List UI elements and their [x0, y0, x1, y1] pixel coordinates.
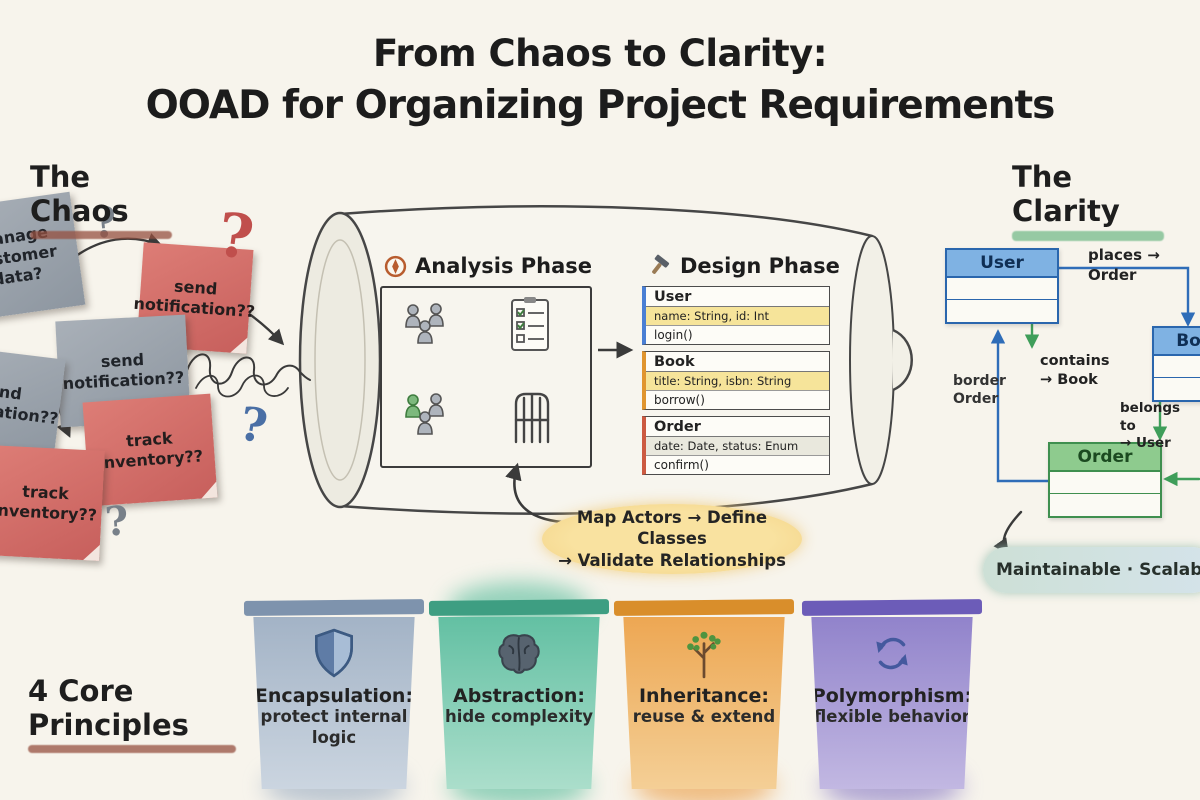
design-class-book: Book title: String, isbn: String borrow(… [642, 351, 830, 410]
uml-compartment [947, 300, 1057, 322]
clarity-class-book: Book [1152, 326, 1200, 402]
uml-compartment [1154, 378, 1200, 400]
hammer-icon [652, 254, 670, 274]
class-attributes: date: Date, status: Enum [646, 437, 829, 456]
class-method: borrow() [654, 393, 705, 407]
checklist-icon [511, 297, 549, 351]
design-class-user: User name: String, id: Int login() [642, 286, 830, 345]
principles-heading: 4 Core Principles [28, 674, 236, 753]
principle-card-encapsulation: Encapsulation: protect internal logic [243, 599, 425, 800]
shield-icon [315, 628, 353, 678]
uml-compartment [1050, 472, 1160, 494]
question-mark: ? [103, 497, 131, 546]
sticky-note: track inventory?? [0, 445, 105, 561]
compass-icon [384, 255, 407, 277]
principles-underline [28, 745, 236, 753]
principle-card-abstraction: Abstraction: hide complexity [428, 582, 610, 800]
principle-card-inheritance: Inheritance: reuse & extend [613, 599, 795, 800]
chaos-heading: The Chaos [30, 160, 172, 239]
clarity-heading: The Clarity [1012, 160, 1164, 241]
analysis-phase-heading: Analysis Phase [384, 254, 592, 278]
card-top-bar [613, 599, 795, 616]
actors-green-group-icon [405, 393, 444, 435]
uml-compartment [947, 278, 1057, 300]
brain-icon [498, 634, 540, 674]
title-line-1: From Chaos to Clarity: [372, 32, 828, 75]
page-title: From Chaos to Clarity: OOAD for Organizi… [0, 32, 1200, 128]
design-class-order: Order date: Date, status: Enum confirm() [642, 416, 830, 475]
benefits-bubble: Maintainable · Scalable · C [983, 547, 1200, 593]
clarity-underline [1012, 231, 1164, 241]
class-attributes: title: String, isbn: String [646, 372, 829, 391]
bubble-to-funnel-arrow [505, 462, 563, 524]
relation-contains-book: contains → Book [1040, 353, 1110, 388]
cycle-arrows-icon [876, 637, 908, 670]
class-method: login() [654, 328, 693, 342]
clarity-class-order: Order [1048, 442, 1162, 518]
class-attributes: name: String, id: Int [646, 307, 829, 326]
principle-card-polymorphism: Polymorphism: flexible behavior [801, 599, 983, 800]
relation-order-label: border Order [953, 373, 1006, 408]
clarity-class-user: User [945, 248, 1059, 324]
card-top-bar [801, 599, 983, 616]
title-line-2: OOAD for Organizing Project Requirements [145, 83, 1056, 128]
card-top-bar [243, 599, 425, 616]
chaos-underline [30, 231, 172, 239]
process-steps-bubble: Map Actors → Define Classes → Validate R… [542, 504, 802, 574]
design-phase-heading: Design Phase [648, 254, 840, 278]
tree-icon [687, 631, 721, 679]
uml-compartment [1050, 494, 1160, 516]
relation-belongs-to-user: belongs to → User [1120, 400, 1181, 452]
analysis-phase-box [380, 286, 592, 468]
class-name: User [646, 287, 829, 307]
class-name: Order [646, 417, 829, 437]
uml-compartment [1154, 356, 1200, 378]
design-class-list: User name: String, id: Int login() Book … [642, 286, 830, 481]
class-name: Book [646, 352, 829, 372]
class-method: confirm() [654, 458, 709, 472]
actors-group-icon [405, 303, 444, 344]
gate-icon [514, 392, 550, 444]
relation-places-order: places → Order [1088, 246, 1160, 284]
card-top-bar [428, 599, 610, 616]
